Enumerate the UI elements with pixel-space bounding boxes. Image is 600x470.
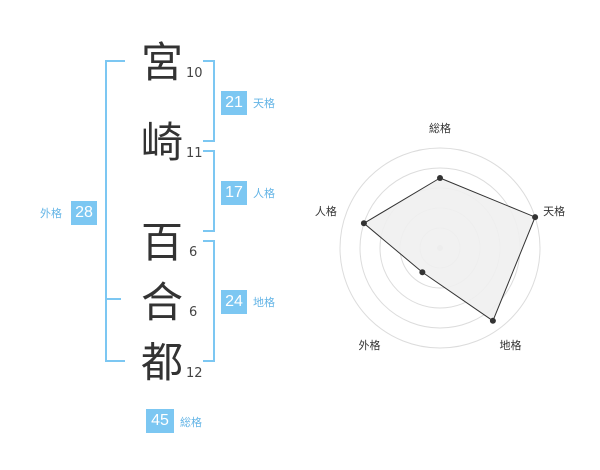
name-char-2: 崎 [141,118,184,167]
radar-polygon [363,177,536,322]
gaikaku-label: 外格 [40,207,62,220]
radar-axis-label-1: 総格 [429,121,451,135]
radar-axis-label-3: 地格 [500,338,522,352]
chikaku-value: 24 [221,290,247,314]
radar-axis-label-2: 天格 [543,204,565,218]
soukaku-label: 総格 [180,416,202,429]
radar-axis-label-4: 外格 [358,338,380,352]
radar-point-5 [360,220,367,227]
chikaku-label: 地格 [253,296,275,309]
jinkaku-label: 人格 [253,187,275,200]
outer-bracket-middle-tick [105,298,121,300]
name-char-4: 合 [141,278,184,327]
radar-point-2 [532,214,539,221]
stroke-count-2: 11 [186,146,203,161]
jinkaku-value: 17 [221,181,247,205]
tenkaku-value: 21 [221,91,247,115]
gaikaku-value: 28 [71,201,97,225]
tenkaku-bracket [203,60,215,142]
radar-point-1 [437,175,443,181]
radar-point-4 [419,269,426,276]
radar-ring [339,147,541,349]
tenkaku-label: 天格 [253,97,275,110]
stroke-count-5: 12 [186,366,203,381]
name-char-5: 都 [141,338,184,387]
chikaku-bracket [203,240,215,362]
stroke-count-3: 6 [189,245,198,260]
stroke-count-4: 6 [189,305,198,320]
radar-axis-label-5: 人格 [315,204,337,218]
outer-bracket [105,60,125,362]
name-char-1: 宮 [141,38,184,87]
radar-point-3 [489,317,496,324]
jinkaku-bracket [203,150,215,232]
soukaku-value: 45 [146,409,174,433]
name-char-3: 百 [141,218,184,267]
stroke-count-1: 10 [186,66,203,81]
